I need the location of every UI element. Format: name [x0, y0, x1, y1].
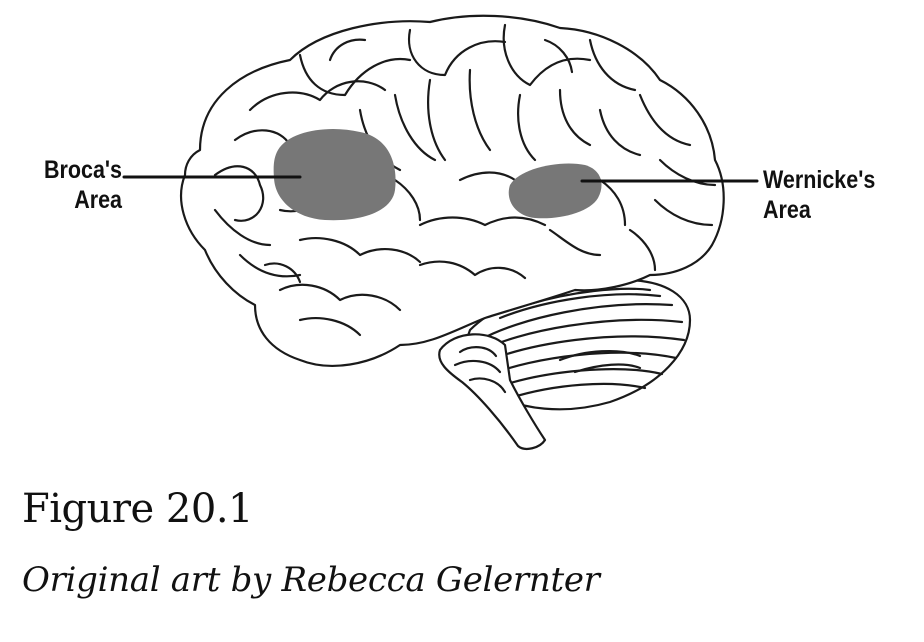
- wernicke-area-label: Wernicke's Area: [763, 165, 875, 225]
- wernicke-label-line2: Area: [763, 196, 811, 224]
- cerebrum-outline: [180, 14, 725, 367]
- broca-label-line2: Area: [74, 186, 122, 214]
- wernicke-area: [508, 163, 602, 219]
- broca-area: [273, 129, 396, 221]
- broca-area-label: Broca's Area: [33, 155, 122, 215]
- brain-diagram: [122, 14, 759, 450]
- figure-caption-credit: Original art by Rebecca Gelernter: [22, 560, 600, 600]
- figure-caption-title: Figure 20.1: [22, 486, 253, 532]
- brainstem: [438, 333, 547, 450]
- wernicke-label-line1: Wernicke's: [763, 166, 876, 194]
- broca-label-line1: Broca's: [43, 156, 122, 184]
